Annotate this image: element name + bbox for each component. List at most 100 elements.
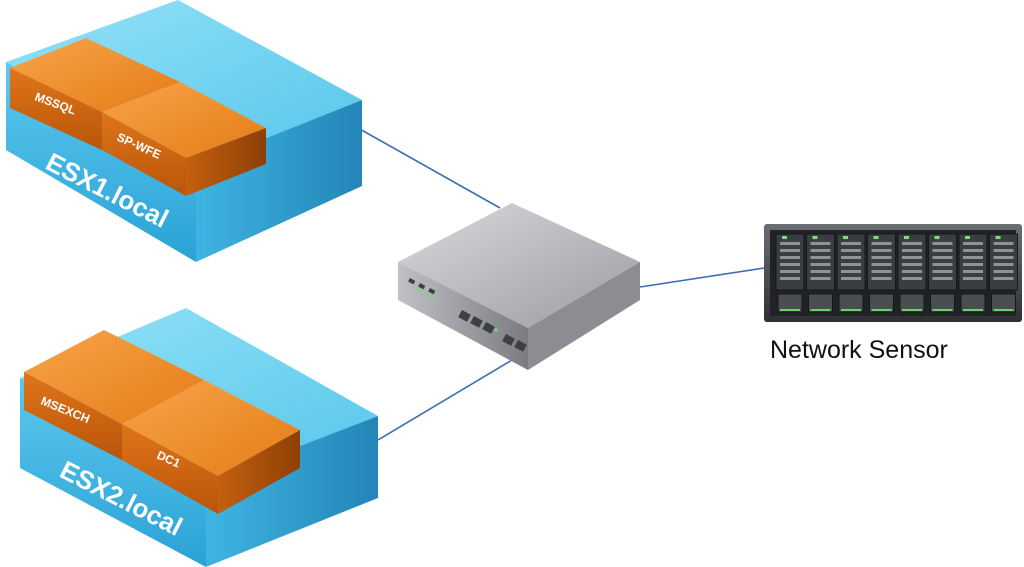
drive-led: [902, 309, 922, 311]
bay-vent: [932, 242, 953, 245]
bay-vent: [810, 270, 831, 273]
drive-led: [993, 309, 1014, 311]
link-esx1-switch: [357, 127, 501, 209]
bay-vent: [902, 249, 922, 252]
bay-vent: [932, 263, 953, 266]
drive-slot: [869, 293, 894, 313]
bay-vent: [902, 242, 922, 245]
bay-vent: [780, 270, 800, 273]
vm-side: [186, 128, 266, 196]
drive-slot: [960, 293, 986, 313]
bay-vent: [810, 256, 831, 259]
vm-side: [218, 430, 300, 514]
drive-led: [810, 309, 831, 311]
bay-vent: [871, 256, 892, 259]
bay-vent: [810, 277, 831, 280]
drive-led: [871, 309, 892, 311]
vm-front: [102, 112, 186, 196]
bay-led: [873, 236, 879, 239]
vm-dc1: DC1: [122, 380, 300, 514]
bay-vent: [841, 277, 861, 280]
host-side: [196, 100, 362, 262]
sensor-label: Network Sensor: [770, 336, 948, 364]
bay-vent: [993, 249, 1014, 252]
link-esx2-switch: [377, 359, 513, 441]
bay-vent: [902, 256, 922, 259]
bay-vent: [963, 277, 983, 280]
bay-vent: [932, 249, 953, 252]
bay-vent: [963, 249, 983, 252]
vm-front: [10, 68, 102, 150]
bay-vent: [871, 263, 892, 266]
drive-slot: [808, 293, 833, 313]
switch-ports: [408, 278, 527, 352]
bay-vent: [780, 263, 800, 266]
bay-vent: [932, 256, 953, 259]
bay-vent: [810, 263, 831, 266]
vm-front: [24, 372, 122, 460]
drive-led: [780, 309, 800, 311]
bay-vent: [902, 277, 922, 280]
switch-side: [528, 262, 640, 370]
vm-top: [24, 330, 204, 424]
bay-led: [965, 236, 970, 239]
bay-vent: [993, 263, 1014, 266]
drive-slot: [991, 293, 1016, 313]
drive-slot: [930, 293, 955, 313]
link-switch-sensor: [639, 267, 765, 288]
vm-front: [122, 424, 218, 514]
bay-vent: [841, 242, 861, 245]
bay-vent: [810, 242, 831, 245]
bay-vent: [993, 270, 1014, 273]
bay-vent: [963, 263, 983, 266]
bay-vent: [932, 270, 953, 273]
bay-vent: [871, 277, 892, 280]
bay-vent: [902, 270, 922, 273]
bay-vent: [963, 270, 983, 273]
host-top: [6, 0, 362, 166]
bay-vent: [780, 277, 800, 280]
bay-vent: [993, 277, 1014, 280]
host-esx1: MSSQL SP-WFE ESX1.local: [6, 0, 362, 262]
host-esx2: MSEXCH DC1 ESX2.local: [20, 308, 378, 567]
switch-icon: [398, 203, 640, 370]
bay-vent: [871, 242, 892, 245]
drive-slot: [899, 293, 925, 313]
bay-vent: [932, 277, 953, 280]
bay-vent: [841, 263, 861, 266]
bay-vent: [871, 270, 892, 273]
bay-led: [782, 236, 787, 239]
drive-slot: [777, 293, 803, 313]
bay-vent: [780, 242, 800, 245]
drive-slot: [838, 293, 864, 313]
bay-vent: [902, 263, 922, 266]
bay-led: [904, 236, 909, 239]
vm-top: [102, 82, 266, 158]
drive-led: [841, 309, 861, 311]
bay-vent: [871, 249, 892, 252]
bay-vent: [993, 256, 1014, 259]
bay-vent: [810, 249, 831, 252]
bay-vent: [780, 256, 800, 259]
switch-leds: [416, 288, 498, 332]
server-bays: [775, 233, 1018, 313]
vm-sp-wfe: SP-WFE: [102, 82, 266, 196]
bay-led: [843, 236, 848, 239]
vm-top: [10, 38, 180, 112]
bay-vent: [963, 242, 983, 245]
drive-led: [932, 309, 953, 311]
bay-led: [812, 236, 818, 239]
bay-vent: [841, 249, 861, 252]
host-side: [206, 416, 378, 567]
bay-vent: [841, 256, 861, 259]
bay-vent: [841, 270, 861, 273]
bay-vent: [780, 249, 800, 252]
drive-led: [963, 309, 983, 311]
bay-vent: [963, 256, 983, 259]
bay-led: [995, 236, 1001, 239]
bay-vent: [993, 242, 1014, 245]
vm-mssql: MSSQL: [10, 38, 180, 150]
bay-led: [934, 236, 940, 239]
vm-top: [122, 380, 300, 476]
